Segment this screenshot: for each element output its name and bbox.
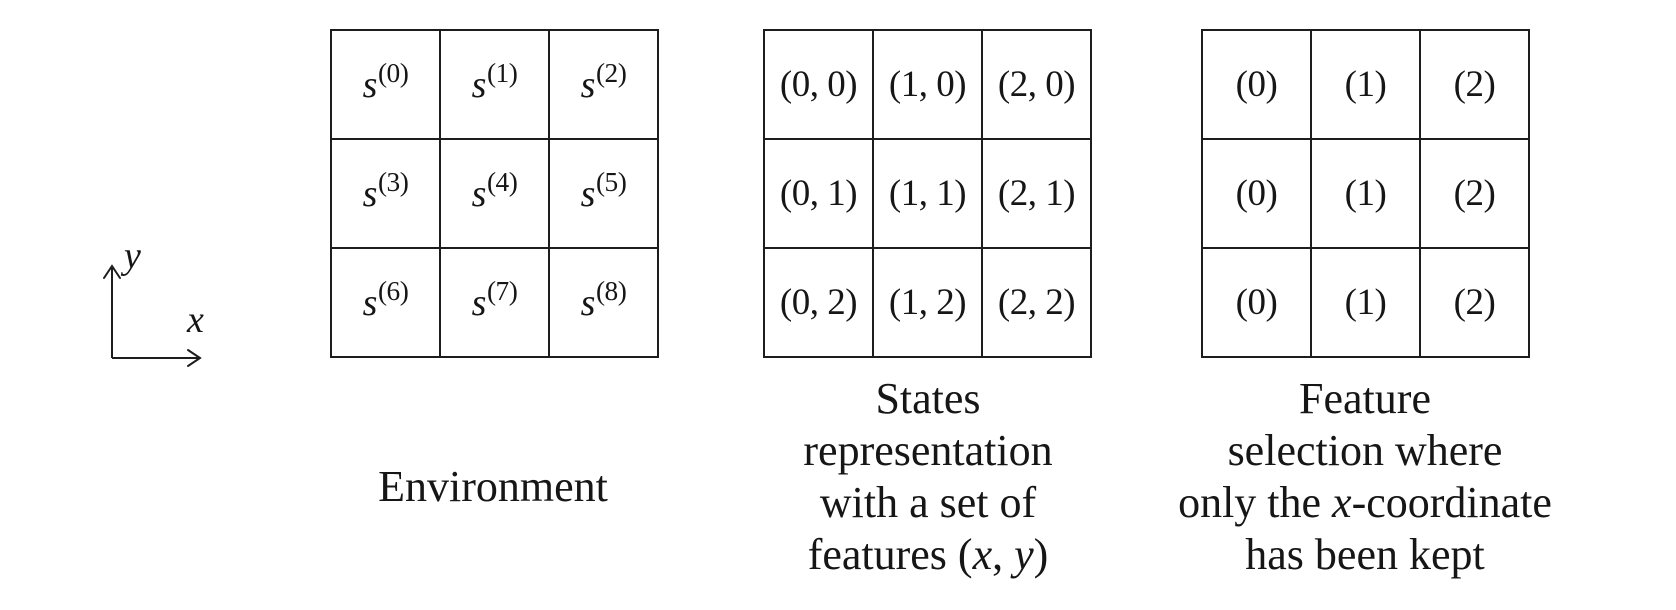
text-segment: (2) (1453, 282, 1496, 323)
environment-grid: s(0) s(1) s(2) s(3) s(4) s(5) s(6) s(7) … (330, 29, 659, 358)
text-segment: with a set of (819, 478, 1037, 527)
text-segment: States (875, 374, 981, 423)
text-segment: x (972, 530, 993, 579)
text-segment: y (1014, 530, 1034, 579)
text-segment: Feature (1299, 374, 1431, 423)
grid-cell: (2) (1420, 30, 1529, 139)
grid-cell: (0, 2) (764, 248, 873, 357)
text-segment: selection where (1227, 426, 1503, 475)
text-segment: (1) (1344, 64, 1387, 105)
text-segment: (2) (1453, 64, 1496, 105)
caption-line: selection where (1115, 425, 1615, 477)
text-segment: (1) (1344, 282, 1387, 323)
text-segment: s (362, 63, 378, 106)
grid-cell: (1) (1311, 248, 1420, 357)
y-axis-label: y (124, 235, 141, 277)
grid-cell: s(3) (331, 139, 440, 248)
text-segment: , (992, 530, 1015, 579)
xy-axes-icon (103, 264, 202, 367)
text-segment: s (580, 63, 596, 106)
text-segment: has been kept (1245, 530, 1485, 579)
grid-cell: s(5) (549, 139, 658, 248)
grid-cell: (1, 2) (873, 248, 982, 357)
text-segment: (2, 1) (997, 173, 1076, 214)
x-axis-label: x (187, 299, 204, 341)
caption-line: representation (728, 425, 1128, 477)
text-segment: (0, 1) (779, 173, 858, 214)
text-segment: (1) (1344, 173, 1387, 214)
text-segment: (1, 2) (888, 282, 967, 323)
caption-line: States (728, 373, 1128, 425)
environment-caption: Environment (293, 461, 693, 513)
text-segment: (7) (486, 275, 518, 306)
text-segment: (1, 0) (888, 64, 967, 105)
text-segment: (8) (595, 275, 627, 306)
text-segment: (0, 2) (779, 282, 858, 323)
text-segment: s (471, 63, 487, 106)
text-segment: s (580, 281, 596, 324)
text-segment: Environment (378, 462, 608, 511)
grid-cell: s(8) (549, 248, 658, 357)
x-axis-arrowhead-icon (187, 349, 202, 367)
grid-cell: (2) (1420, 139, 1529, 248)
grid-cell: (1) (1311, 30, 1420, 139)
caption-line: Environment (293, 461, 693, 513)
text-segment: representation (803, 426, 1053, 475)
grid-cell: (0) (1202, 30, 1311, 139)
text-segment: x (1332, 478, 1352, 527)
grid-cell: (1, 1) (873, 139, 982, 248)
grid-cell: (0, 0) (764, 30, 873, 139)
text-segment: s (362, 172, 378, 215)
states-representation-grid: (0, 0) (1, 0) (2, 0) (0, 1) (1, 1) (2, 1… (763, 29, 1092, 358)
text-segment: (2, 0) (997, 64, 1076, 105)
grid-cell: (2, 1) (982, 139, 1091, 248)
text-segment: (0) (1235, 64, 1278, 105)
caption-line: features (x, y) (728, 529, 1128, 581)
caption-line: Feature (1115, 373, 1615, 425)
feature-selection-caption: Feature selection where only the x-coord… (1115, 373, 1615, 581)
feature-selection-grid: (0) (1) (2) (0) (1) (2) (0) (1) (2) (1201, 29, 1530, 358)
text-segment: s (580, 172, 596, 215)
caption-line: only the x-coordinate (1115, 477, 1615, 529)
text-segment: (2) (1453, 173, 1496, 214)
text-segment: (1, 1) (888, 173, 967, 214)
caption-line: has been kept (1115, 529, 1615, 581)
text-segment: (0) (1235, 282, 1278, 323)
text-segment: (0, 0) (779, 64, 858, 105)
caption-line: with a set of (728, 477, 1128, 529)
text-segment: s (471, 172, 487, 215)
text-segment: -coordinate (1351, 478, 1552, 527)
text-segment: s (362, 281, 378, 324)
grid-cell: s(1) (440, 30, 549, 139)
grid-cell: (2) (1420, 248, 1529, 357)
text-segment: (2, 2) (997, 282, 1076, 323)
text-segment: (3) (377, 166, 409, 197)
grid-cell: s(2) (549, 30, 658, 139)
text-segment: only the (1178, 478, 1333, 527)
text-segment: (5) (595, 166, 627, 197)
text-segment: features ( (807, 530, 973, 579)
y-axis-arrowhead-icon (103, 264, 121, 279)
text-segment: (0) (377, 57, 409, 88)
grid-cell: (0, 1) (764, 139, 873, 248)
text-segment: ) (1033, 530, 1049, 579)
grid-cell: s(0) (331, 30, 440, 139)
grid-cell: (0) (1202, 139, 1311, 248)
grid-cell: s(6) (331, 248, 440, 357)
grid-cell: (2, 0) (982, 30, 1091, 139)
text-segment: (1) (486, 57, 518, 88)
grid-cell: s(7) (440, 248, 549, 357)
text-segment: (2) (595, 57, 627, 88)
grid-cell: (0) (1202, 248, 1311, 357)
text-segment: (6) (377, 275, 409, 306)
grid-cell: s(4) (440, 139, 549, 248)
text-segment: (0) (1235, 173, 1278, 214)
text-segment: s (471, 281, 487, 324)
grid-cell: (2, 2) (982, 248, 1091, 357)
grid-cell: (1) (1311, 139, 1420, 248)
states-representation-caption: States representation with a set of feat… (728, 373, 1128, 581)
text-segment: (4) (486, 166, 518, 197)
grid-cell: (1, 0) (873, 30, 982, 139)
